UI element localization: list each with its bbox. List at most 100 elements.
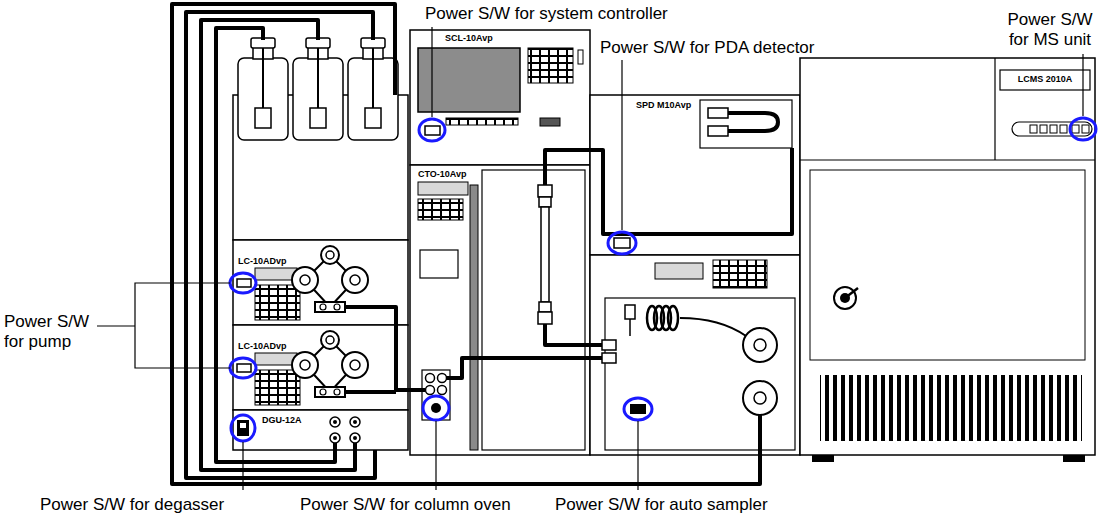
auto-sampler xyxy=(602,340,616,350)
ms-unit xyxy=(1072,125,1079,133)
switch-marker xyxy=(608,232,636,254)
tubing xyxy=(172,4,760,484)
leader-line xyxy=(97,283,230,368)
switch-marker xyxy=(230,118,1096,441)
column-oven xyxy=(539,197,551,207)
model-name: LC-10ADvp xyxy=(238,341,287,351)
column-oven xyxy=(418,182,468,195)
column-oven xyxy=(418,199,463,220)
ms-unit xyxy=(800,58,1095,455)
leader-line xyxy=(242,442,243,490)
solvent-rack xyxy=(255,108,271,128)
tubing xyxy=(216,28,335,462)
column-oven xyxy=(541,207,549,302)
model-name: LC-10ADvp xyxy=(238,256,287,266)
column-oven xyxy=(431,403,441,413)
system-controller xyxy=(425,126,440,135)
tubing xyxy=(345,390,396,394)
column-oven xyxy=(470,185,478,450)
system-controller xyxy=(410,30,590,165)
switch-marker xyxy=(230,273,256,293)
model-name: SCL-10Avp xyxy=(445,33,493,43)
tubing xyxy=(201,20,355,470)
model-name: CTO-10Avp xyxy=(418,169,467,179)
auto-sampler xyxy=(754,392,766,404)
auto-sampler xyxy=(754,339,766,351)
switch-marker xyxy=(624,398,652,420)
leader-line xyxy=(621,60,622,230)
callout-label: Power S/W for MS unit xyxy=(1000,10,1100,49)
ms-unit xyxy=(1060,125,1067,133)
switch-marker xyxy=(1070,118,1096,140)
degasser-unit xyxy=(350,417,360,427)
system-controller xyxy=(528,48,573,83)
pda-detector xyxy=(708,108,728,118)
pump-unit xyxy=(233,240,408,410)
switch-marker xyxy=(230,358,256,378)
column-oven xyxy=(422,370,450,420)
leader-line xyxy=(431,27,432,117)
ms-unit xyxy=(1030,125,1037,133)
leader-line xyxy=(435,421,436,490)
degasser-unit xyxy=(350,433,360,443)
column-oven xyxy=(426,374,435,383)
auto-sampler xyxy=(602,353,616,363)
model-name: DGU-12A xyxy=(262,415,302,425)
degasser-unit xyxy=(330,417,340,427)
switch-marker xyxy=(231,415,255,441)
degasser-unit xyxy=(333,420,337,424)
auto-sampler xyxy=(605,298,795,450)
ms-unit xyxy=(1012,122,1092,136)
solvent-rack xyxy=(263,48,373,108)
callout-label: Power S/W for PDA detector xyxy=(600,38,814,58)
auto-sampler xyxy=(680,318,746,336)
ms-unit xyxy=(1000,70,1090,90)
column-oven xyxy=(539,302,551,312)
degasser-unit xyxy=(330,433,340,443)
column-oven xyxy=(438,386,447,395)
tubing xyxy=(345,307,425,390)
system-controller xyxy=(446,118,518,125)
column-oven xyxy=(410,165,590,455)
callout-label: Power S/W for column oven xyxy=(300,495,511,515)
system-controller xyxy=(578,50,583,64)
ms-unit xyxy=(810,170,1085,360)
auto-sampler xyxy=(655,263,703,279)
auto-sampler xyxy=(625,305,635,319)
system-controller xyxy=(410,30,590,165)
model-name: LCMS 2010A xyxy=(1000,74,1090,84)
tubing xyxy=(545,324,602,345)
solvent-rack xyxy=(233,95,408,240)
ms-unit xyxy=(1063,455,1085,462)
model-name: SPD M10Avp xyxy=(636,100,691,110)
ms-unit xyxy=(820,375,1082,441)
column-oven xyxy=(538,312,552,324)
leader-line xyxy=(1082,54,1083,116)
column-oven xyxy=(438,374,447,383)
degasser-unit xyxy=(233,410,408,450)
callout-label: Power S/W for degasser xyxy=(40,495,224,515)
system-controller xyxy=(418,48,520,112)
ms-unit xyxy=(845,288,858,298)
auto-sampler xyxy=(713,260,767,288)
solvent-rack xyxy=(310,108,326,128)
ms-unit xyxy=(800,58,1095,462)
ms-unit xyxy=(1040,125,1047,133)
leader-line xyxy=(637,421,638,490)
ms-unit xyxy=(812,455,834,462)
pump-unit xyxy=(233,240,408,325)
pump-unit xyxy=(233,325,408,410)
column-oven xyxy=(538,185,552,197)
degasser-unit xyxy=(333,436,337,440)
system-controller xyxy=(540,118,560,126)
pda-detector xyxy=(728,113,778,131)
column-oven xyxy=(420,250,458,278)
column-oven xyxy=(410,165,590,455)
degasser-unit xyxy=(353,436,357,440)
auto-sampler xyxy=(743,328,777,362)
switch-marker xyxy=(419,119,445,141)
pda-detector xyxy=(614,238,630,248)
pda-detector xyxy=(700,100,792,148)
auto-sampler xyxy=(743,381,777,415)
